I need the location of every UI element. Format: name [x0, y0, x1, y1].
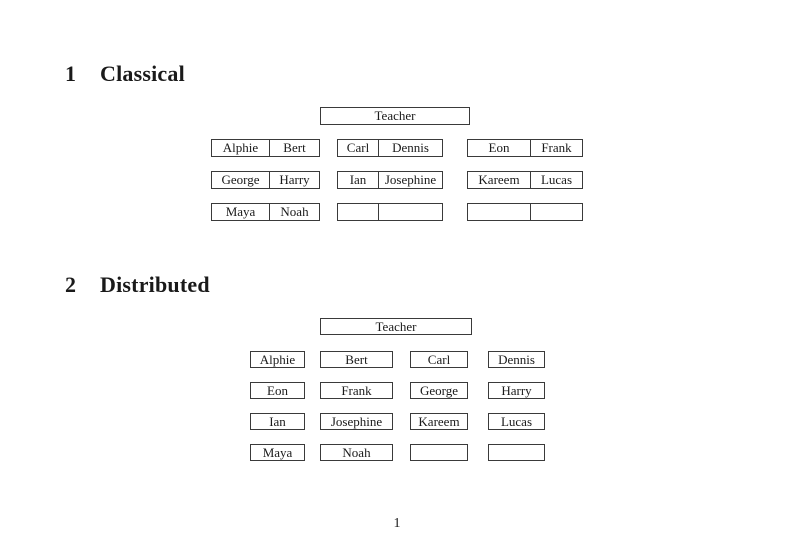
student-box: Josephine	[320, 413, 393, 430]
section-heading-distributed: 2 Distributed	[65, 272, 210, 298]
student-box-empty	[488, 444, 545, 461]
seat: Alphie	[212, 140, 270, 156]
seat: Dennis	[392, 140, 429, 155]
classical-desk: Maya Noah	[211, 203, 320, 221]
section-title: Classical	[100, 61, 185, 86]
student-box-empty	[410, 444, 468, 461]
student-box: Ian	[250, 413, 305, 430]
section-heading-classical: 1 Classical	[65, 61, 185, 87]
student-box: Lucas	[488, 413, 545, 430]
seat-empty	[379, 204, 442, 220]
seat: George	[212, 172, 270, 188]
seat: Harry	[279, 172, 310, 187]
seat-empty	[338, 204, 379, 220]
seat: Ian	[338, 172, 379, 188]
classical-desk: George Harry	[211, 171, 320, 189]
student-box: Kareem	[410, 413, 468, 430]
classical-desk: Ian Josephine	[337, 171, 443, 189]
seat-empty	[468, 204, 531, 220]
student-box: Bert	[320, 351, 393, 368]
distributed-teacher-box: Teacher	[320, 318, 472, 335]
seat: Bert	[283, 140, 306, 155]
classical-desk: Alphie Bert	[211, 139, 320, 157]
section-title: Distributed	[100, 272, 210, 297]
seat: Eon	[468, 140, 531, 156]
seat: Noah	[280, 204, 309, 219]
seat: Maya	[212, 204, 270, 220]
classical-teacher-box: Teacher	[320, 107, 470, 125]
student-box: Maya	[250, 444, 305, 461]
student-box: George	[410, 382, 468, 399]
section-number: 2	[65, 272, 77, 297]
student-box: Noah	[320, 444, 393, 461]
page-number: 1	[393, 516, 401, 531]
seat: Kareem	[468, 172, 531, 188]
classical-desk-empty	[337, 203, 443, 221]
student-box: Harry	[488, 382, 545, 399]
student-box: Dennis	[488, 351, 545, 368]
seat: Josephine	[384, 172, 437, 187]
seat: Frank	[541, 140, 572, 155]
classical-desk: Carl Dennis	[337, 139, 443, 157]
classical-desk: Kareem Lucas	[467, 171, 583, 189]
student-box: Alphie	[250, 351, 305, 368]
seat-empty	[531, 204, 582, 220]
seat: Lucas	[540, 172, 573, 187]
seat: Carl	[338, 140, 379, 156]
student-box: Carl	[410, 351, 468, 368]
classical-desk: Eon Frank	[467, 139, 583, 157]
classical-desk-empty	[467, 203, 583, 221]
section-number: 1	[65, 61, 77, 86]
student-box: Eon	[250, 382, 305, 399]
student-box: Frank	[320, 382, 393, 399]
